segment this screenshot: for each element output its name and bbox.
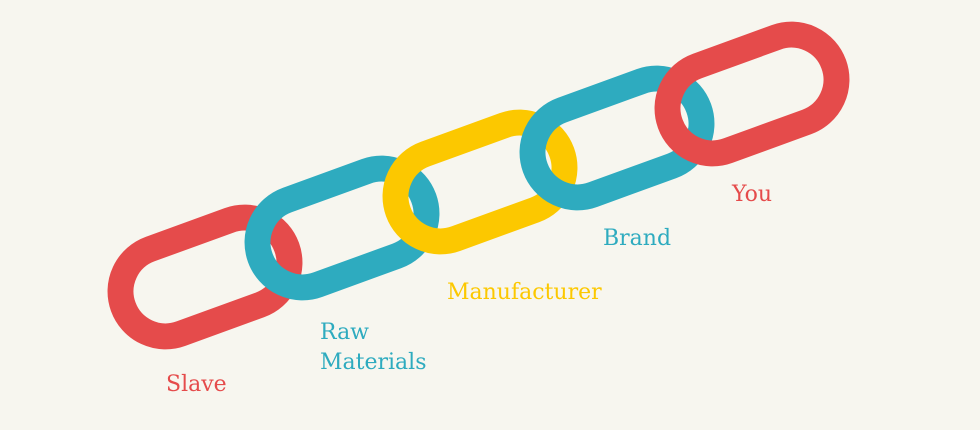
chain-link-brand [519,65,715,211]
label-manufacturer: Manufacturer [447,280,602,305]
label-brand: Brand [603,226,672,251]
label-slave: Slave [166,372,227,397]
chain-link-manufacturer [382,109,578,255]
label-materials: Materials [320,350,427,375]
chain-link-you [654,21,850,167]
label-raw: Raw [320,320,370,345]
label-you: You [732,182,773,207]
chain-link-raw-materials [244,155,440,301]
chain-link-slave [107,204,303,350]
